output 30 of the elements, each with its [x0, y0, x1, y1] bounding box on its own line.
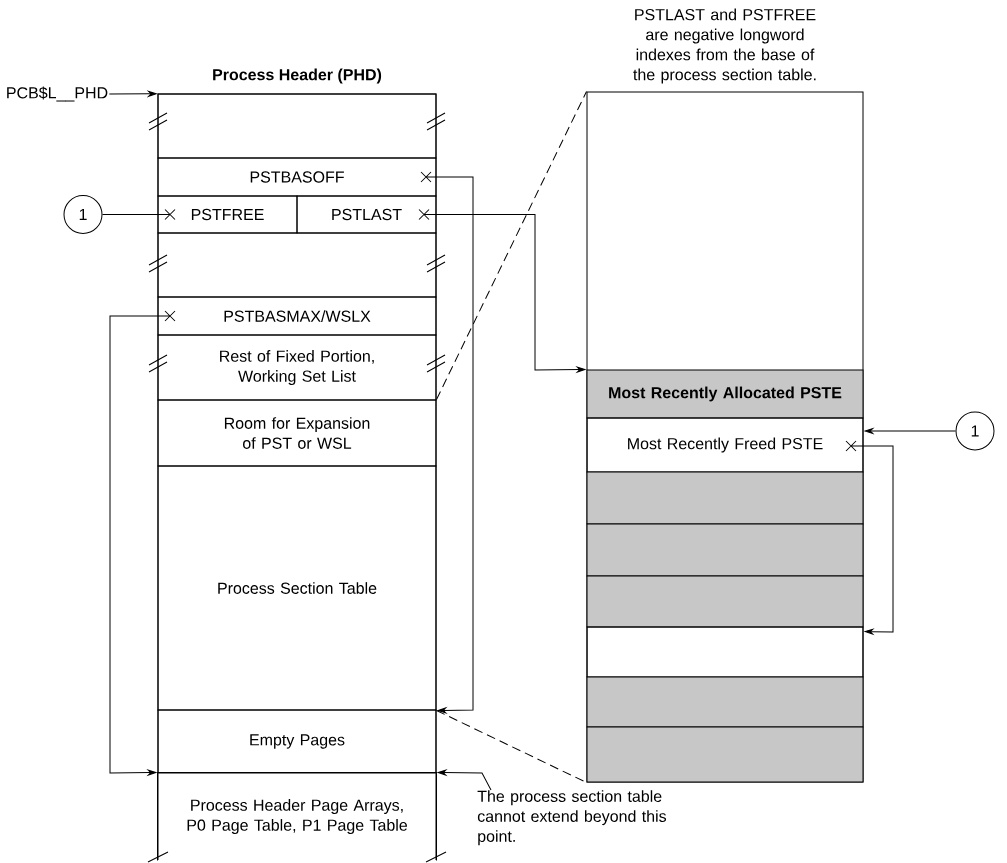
arrow — [108, 90, 157, 97]
table-entry — [586, 726, 864, 783]
memory-region: Empty Pages — [157, 709, 437, 774]
note-text: The process section table cannot extend beyond this point. — [477, 790, 667, 846]
arrow — [845, 440, 894, 635]
table-entry — [586, 676, 864, 728]
memory-region: Process Section Table — [157, 465, 437, 711]
pointer-label: PCB$L__PHD — [7, 86, 108, 102]
arrow — [864, 428, 956, 434]
memory-region: Room for Expansion of PST or WSL — [157, 399, 437, 467]
memory-region — [157, 232, 437, 298]
table-entry — [586, 471, 864, 525]
field-box: PSTBASOFF — [157, 157, 437, 197]
dashed-line — [436, 91, 587, 400]
arrow — [420, 171, 474, 714]
table-entry — [586, 575, 864, 628]
note-text: PSTLAST and PSTFREE are negative longword indexes from the base of the process section table. — [633, 8, 816, 84]
field-box: PSTLAST — [296, 195, 437, 234]
leader-line — [437, 769, 492, 791]
connector-line — [102, 209, 176, 220]
memory-region: Process Header Page Arrays, P0 Page Table, P1 Page Table — [157, 772, 437, 861]
arrow — [109, 310, 176, 776]
arrow — [418, 209, 586, 373]
table-entry — [586, 523, 864, 577]
field-box: PSTFREE — [157, 195, 298, 234]
table-entry: Most Recently Allocated PSTE — [586, 369, 864, 419]
memory-region — [157, 93, 437, 159]
memory-region: Rest of Fixed Portion, Working Set List — [157, 334, 437, 401]
field-box: PSTBASMAX/WSLX — [157, 296, 437, 336]
column-title: Process Header (PHD) — [213, 68, 382, 84]
